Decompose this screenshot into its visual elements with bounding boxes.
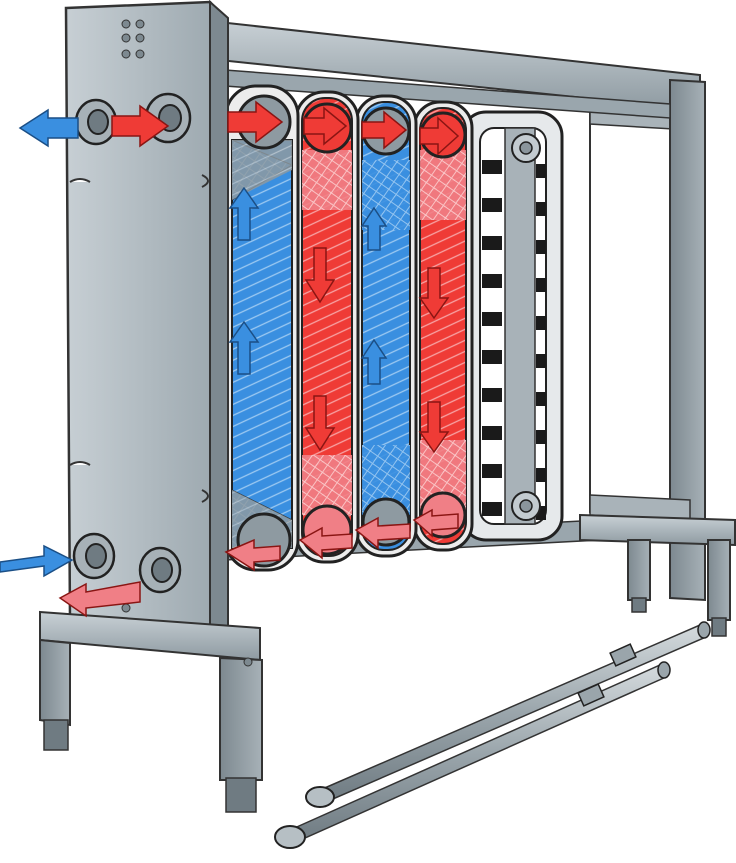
right-legs xyxy=(579,513,736,637)
gasket-stripe xyxy=(482,426,502,440)
cold-inlet-port xyxy=(72,532,116,580)
gasket-stripe xyxy=(482,312,502,326)
arrow-right-icon xyxy=(303,106,348,146)
arrow-up-icon xyxy=(360,206,388,251)
gasket-stripe xyxy=(536,430,546,444)
gasket-stripe xyxy=(482,388,502,402)
gasket-stripe xyxy=(482,464,502,478)
gasket-stripe xyxy=(482,160,502,174)
gasket-stripe xyxy=(536,392,546,406)
arrow-up-icon xyxy=(360,338,388,385)
arrow-right-icon xyxy=(361,110,408,150)
arrow-right-icon xyxy=(419,116,460,156)
gasket-stripe xyxy=(536,202,546,216)
cold-outlet-port xyxy=(74,98,118,146)
plate-4-hot xyxy=(412,100,474,552)
arrow-left-icon xyxy=(354,516,411,550)
gasket-stripe xyxy=(536,354,546,368)
gasket-stripe xyxy=(536,164,546,178)
pressure-plate-pack xyxy=(460,110,564,542)
gasket-stripe xyxy=(482,198,502,212)
arrow-right-icon xyxy=(111,104,170,148)
arrow-down-icon xyxy=(304,395,336,452)
gasket-stripe xyxy=(536,506,546,520)
front-base xyxy=(39,610,263,813)
tie-rod-upper xyxy=(305,621,711,808)
plate-pack xyxy=(224,84,474,572)
arrow-left-icon xyxy=(224,538,281,572)
gasket-stripe xyxy=(482,274,502,288)
hot-outlet-port xyxy=(138,546,182,594)
bolt-icon xyxy=(121,19,145,613)
arrow-left-icon xyxy=(298,526,353,560)
arrow-up-icon xyxy=(228,186,260,241)
plate-3-cold xyxy=(354,94,418,558)
gasket-stripe xyxy=(482,236,502,250)
arrow-left-icon xyxy=(58,581,141,618)
arrow-down-icon xyxy=(418,267,450,320)
arrow-up-icon xyxy=(228,320,260,375)
plate-1-cold xyxy=(224,84,300,572)
gasket-stripe xyxy=(482,502,502,516)
arrow-down-icon xyxy=(418,401,450,454)
tie-rod-lower xyxy=(274,661,671,849)
plate-2-hot xyxy=(294,90,360,564)
arrow-left-icon xyxy=(412,508,459,538)
arrow-down-icon xyxy=(304,247,336,304)
arrow-left-icon xyxy=(18,108,79,148)
arrow-right-icon xyxy=(0,544,74,578)
gasket-stripe xyxy=(536,468,546,482)
tie-rods xyxy=(274,621,711,849)
gasket-stripe xyxy=(482,350,502,364)
flow-arrows xyxy=(0,100,460,618)
gasket-stripe xyxy=(536,316,546,330)
gasket-stripe xyxy=(536,278,546,292)
gasket-stripe xyxy=(536,240,546,254)
fixed-frame-plate xyxy=(64,0,229,642)
arrow-right-icon xyxy=(227,100,284,144)
